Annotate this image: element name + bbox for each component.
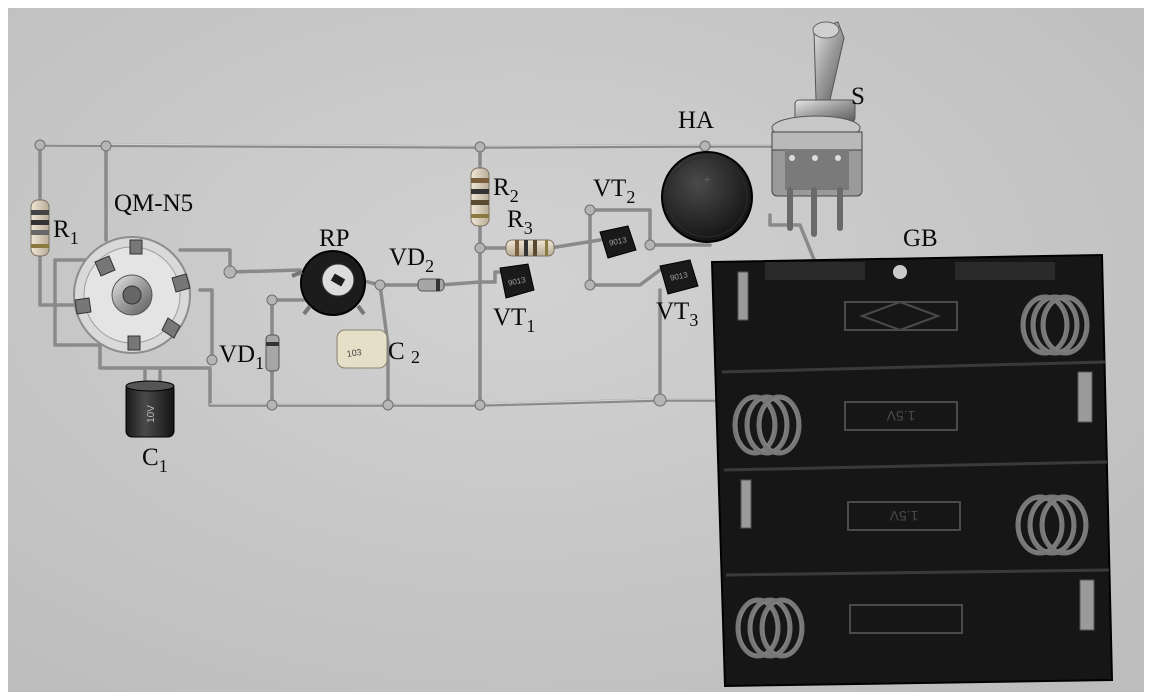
resistor-r2	[470, 167, 490, 227]
battery-marking-2: 1.5V	[886, 408, 915, 424]
battery-marking-3: 1.5V	[889, 508, 918, 524]
label-r2: R2	[493, 174, 519, 206]
c2-marking: 103	[346, 347, 362, 359]
resistor-r1	[30, 199, 50, 257]
label-vt2: VT2	[593, 175, 635, 207]
buzzer-ha: +	[661, 151, 753, 243]
vt3-marking: 9013	[669, 270, 689, 283]
potentiometer-rp	[291, 250, 366, 316]
label-rp: RP	[319, 225, 350, 252]
vt1-marking: 9013	[507, 275, 527, 288]
label-ha: HA	[678, 107, 714, 134]
label-c1: C1	[142, 444, 168, 476]
label-r3: R3	[507, 206, 533, 238]
capacitor-c2: 103	[336, 329, 388, 369]
label-vd1: VD1	[219, 341, 264, 373]
component-labels: R1 QM-N5 RP VD2 R2 R3 VT2 VT1 VT3 VD1 C …	[53, 83, 938, 476]
toggle-switch-s	[771, 21, 863, 237]
label-gb: GB	[903, 225, 938, 252]
transistor-vt3: 9013	[659, 259, 699, 295]
label-vd2: VD2	[389, 244, 434, 276]
label-c2: C 2	[388, 338, 420, 367]
resistor-r3	[505, 239, 555, 257]
label-qm-n5: QM-N5	[114, 190, 193, 217]
label-s: S	[851, 83, 865, 110]
label-vt1: VT1	[493, 304, 535, 336]
diode-vd2	[417, 278, 445, 292]
solder-joints	[34, 139, 711, 411]
diode-vd1	[265, 334, 280, 372]
vt2-marking: 9013	[608, 235, 628, 248]
capacitor-c1: 10V	[125, 366, 175, 438]
c1-marking: 10V	[146, 405, 157, 423]
transistor-vt1: 9013	[499, 263, 535, 299]
transistor-vt2: 9013	[599, 225, 637, 259]
gas-sensor-qm-n5	[73, 236, 191, 354]
label-vt3: VT3	[656, 298, 698, 330]
battery-holder-gb: 1.5V 1.5V	[710, 253, 1114, 688]
label-r1: R1	[53, 216, 79, 248]
buzzer-marking: +	[703, 171, 711, 187]
